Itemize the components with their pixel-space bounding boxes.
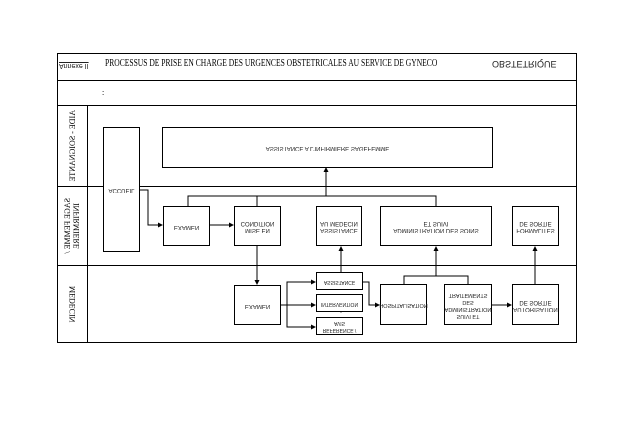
note: : — [102, 88, 105, 97]
divider — [57, 186, 577, 187]
box-assistance-infirmiere: ASSISTANCE A L'INFIRMIERE SAGEFEMME — [162, 127, 493, 168]
divider — [57, 80, 577, 81]
box-administration-soins: ADMINISTRATION DES SOINS ET SUIVI — [380, 206, 492, 246]
box-formalites-sortie: FORMALITES DE SORTIE — [512, 206, 559, 246]
box-mise-en-condition: MISE EN CONDITION — [234, 206, 281, 246]
box-assistance: ASSISTANCE — [316, 272, 363, 290]
box-autorisation-sortie: AUTORISATION DE SORTIE — [512, 284, 559, 325]
box-suivi-traitements: SUIVI ET ADMINISTRATION DES TRAITEMENTS — [444, 284, 492, 325]
diagram-frame — [57, 53, 577, 343]
divider — [57, 265, 577, 266]
box-reference-avis: REFERENCE / AVIS — [316, 317, 363, 335]
divider — [87, 105, 88, 343]
divider — [57, 105, 577, 106]
box-hospitalisation: HOSPITALISATION — [379, 284, 428, 325]
box-examen-medecin: EXAMEN — [234, 285, 281, 325]
box-intervention: INTERVENTION — [316, 294, 363, 312]
page-title: PROCESSUS DE PRISE EN CHARGE DES URGENCE… — [105, 58, 438, 69]
box-accueil: ACCUEIL — [103, 127, 140, 252]
box-assistance-medecin: ASSISTANCE AU MEDECIN — [316, 206, 362, 246]
box-examen-sage-femme: EXAMEN — [163, 206, 210, 246]
